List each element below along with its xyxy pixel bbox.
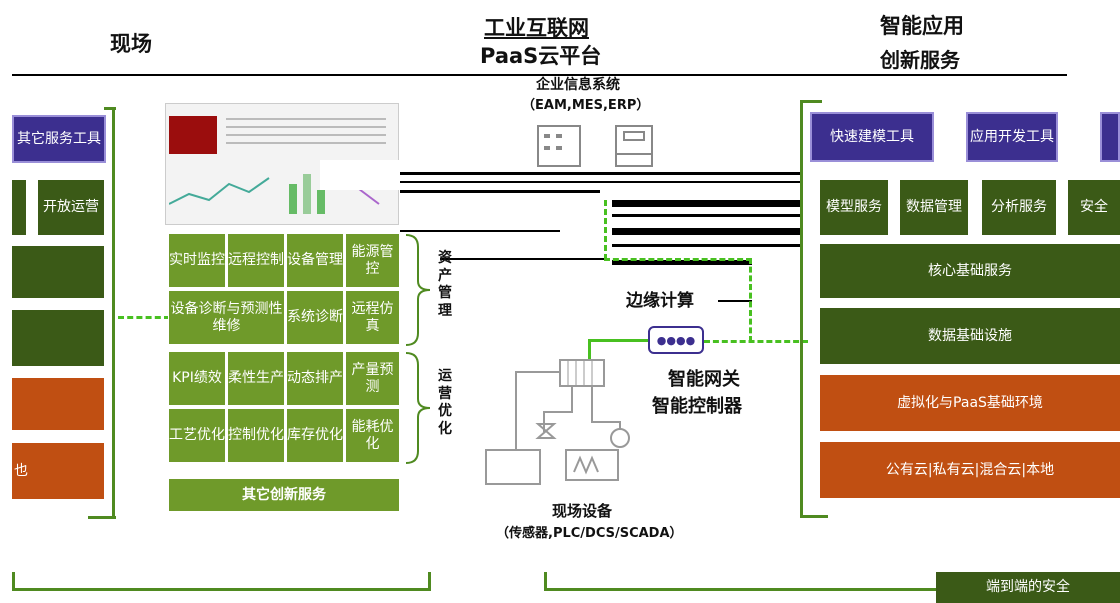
top-divider bbox=[12, 74, 1067, 76]
gateway-to-device bbox=[588, 339, 648, 342]
header-paas-line2: PaaS云平台 bbox=[480, 44, 602, 68]
right-bracket-top bbox=[800, 100, 822, 103]
data-mgmt-tile[interactable]: 数据管理 bbox=[900, 180, 968, 235]
gateway-label: 智能网关 bbox=[668, 369, 740, 390]
stripe-9 bbox=[400, 230, 560, 232]
stripe-7 bbox=[612, 244, 802, 247]
stripe-4 bbox=[612, 200, 802, 207]
header-apps-line1: 智能应用 bbox=[880, 14, 964, 38]
app-inventory-opt[interactable]: 库存优化 bbox=[286, 408, 344, 463]
computer-icon bbox=[615, 125, 653, 167]
app-other-innovation[interactable]: 其它创新服务 bbox=[168, 478, 400, 512]
gateway-icon[interactable]: ●●●● bbox=[648, 326, 704, 354]
app-dev-button[interactable]: 应用开发工具 bbox=[966, 112, 1058, 162]
app-energy-control[interactable]: 能源管控 bbox=[345, 233, 400, 288]
virtualization-layer: 虚拟化与PaaS基础环境 bbox=[820, 375, 1120, 431]
header-apps-line2: 创新服务 bbox=[880, 48, 960, 72]
end-to-end-security: 端到端的安全 bbox=[936, 572, 1120, 603]
app-remote-sim[interactable]: 远程仿真 bbox=[345, 290, 400, 345]
field-device-icon bbox=[485, 359, 630, 485]
edge-underline bbox=[718, 300, 752, 302]
model-service-tile[interactable]: 模型服务 bbox=[820, 180, 888, 235]
bottom-left-bracket bbox=[12, 588, 430, 591]
bottom-left-bracket-start bbox=[12, 572, 15, 591]
left-bracket-top bbox=[104, 107, 116, 110]
quick-modeling-button[interactable]: 快速建模工具 bbox=[810, 112, 934, 162]
bottom-mid-bracket-start bbox=[544, 572, 547, 591]
left-box-a bbox=[12, 180, 26, 235]
bottom-mid-bracket bbox=[544, 588, 940, 591]
right-edge-tool[interactable] bbox=[1100, 112, 1120, 162]
right-bracket-side bbox=[800, 100, 803, 518]
asset-bracket bbox=[405, 234, 431, 346]
app-flexible-production[interactable]: 柔性生产 bbox=[227, 351, 285, 406]
field-device-label: 现场设备 bbox=[552, 502, 613, 520]
edge-computing-label: 边缘计算 bbox=[626, 291, 694, 311]
app-control-opt[interactable]: 控制优化 bbox=[227, 408, 285, 463]
left-layer-1 bbox=[12, 246, 104, 298]
left-layer-2 bbox=[12, 310, 104, 366]
header-field: 现场 bbox=[110, 32, 152, 56]
security-tile[interactable]: 安全 bbox=[1068, 180, 1120, 235]
app-device-mgmt[interactable]: 设备管理 bbox=[286, 233, 344, 288]
analysis-service-tile[interactable]: 分析服务 bbox=[982, 180, 1056, 235]
app-energy-opt[interactable]: 能耗优化 bbox=[345, 408, 400, 463]
gateway-dash-right bbox=[704, 340, 808, 343]
bottom-left-bracket-end bbox=[428, 572, 431, 591]
data-infra-layer: 数据基础设施 bbox=[820, 308, 1120, 364]
app-dynamic-scheduling[interactable]: 动态排产 bbox=[286, 351, 344, 406]
asset-mgmt-label: 资产管理 bbox=[438, 250, 452, 319]
app-remote-control[interactable]: 远程控制 bbox=[227, 233, 285, 288]
open-ops-tile[interactable]: 开放运营 bbox=[38, 180, 104, 235]
thumb-text-lines bbox=[226, 118, 386, 120]
thumb-white-gap bbox=[320, 160, 400, 190]
stripe-8 bbox=[612, 260, 752, 265]
left-layer-3 bbox=[12, 378, 104, 430]
stripe-6 bbox=[612, 228, 802, 235]
other-tools-button[interactable]: 其它服务工具 bbox=[12, 115, 106, 163]
controller-label: 智能控制器 bbox=[652, 396, 742, 417]
ops-opt-label: 运营优化 bbox=[438, 368, 452, 437]
left-bracket-side bbox=[112, 107, 115, 517]
left-layer-4-label: 也 bbox=[14, 462, 28, 479]
stripe-10 bbox=[440, 258, 610, 260]
app-system-diagnosis[interactable]: 系统诊断 bbox=[286, 290, 344, 345]
gateway-to-device-v bbox=[588, 339, 591, 361]
dashboard-thumbnail[interactable] bbox=[165, 103, 399, 225]
app-predictive-maint[interactable]: 设备诊断与预测性维修 bbox=[168, 290, 285, 345]
app-realtime-monitor[interactable]: 实时监控 bbox=[168, 233, 226, 288]
enterprise-dash-horiz bbox=[604, 258, 752, 261]
stripe-1 bbox=[400, 172, 800, 175]
stripe-5 bbox=[612, 214, 802, 217]
enterprise-dash-vert bbox=[604, 200, 607, 260]
left-layer-4: 也 bbox=[12, 443, 104, 499]
field-device-sublabel: （传感器,PLC/DCS/SCADA） bbox=[496, 526, 683, 541]
stripe-2 bbox=[400, 181, 800, 183]
stripe-3 bbox=[400, 190, 600, 193]
cloud-layer: 公有云|私有云|混合云|本地 bbox=[820, 442, 1120, 498]
ops-bracket bbox=[405, 352, 431, 464]
right-bracket-bottom bbox=[800, 515, 828, 518]
enterprise-label: 企业信息系统 bbox=[536, 77, 620, 93]
app-kpi[interactable]: KPI绩效 bbox=[168, 351, 226, 406]
thumb-red-block bbox=[169, 116, 217, 154]
header-paas-line1: 工业互联网 bbox=[484, 16, 589, 40]
server-icon bbox=[537, 125, 581, 167]
app-process-opt[interactable]: 工艺优化 bbox=[168, 408, 226, 463]
left-connector bbox=[118, 316, 170, 319]
gateway-dash-vert bbox=[749, 258, 752, 342]
app-output-forecast[interactable]: 产量预测 bbox=[345, 351, 400, 406]
left-bracket-bottom bbox=[88, 516, 116, 519]
enterprise-sublabel: （EAM,MES,ERP） bbox=[522, 98, 650, 113]
core-services-layer: 核心基础服务 bbox=[820, 244, 1120, 298]
